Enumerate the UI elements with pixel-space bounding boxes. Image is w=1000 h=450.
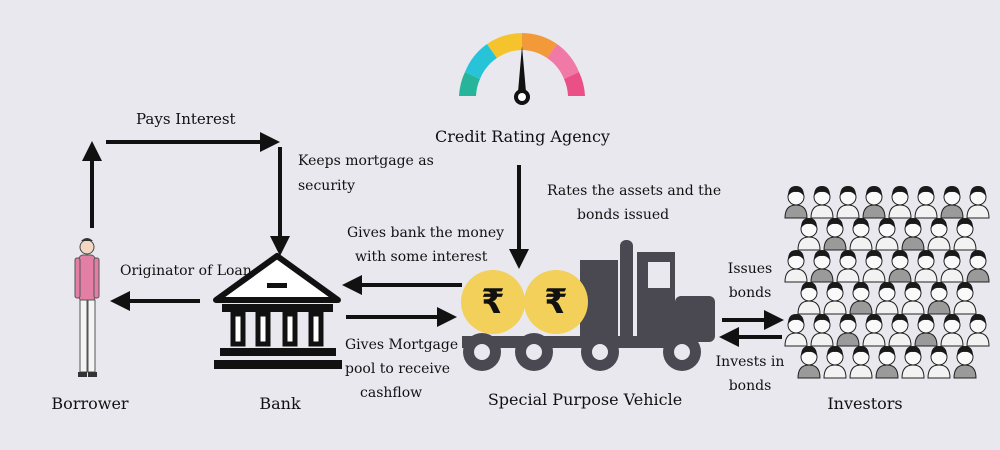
investor-person-icon: [875, 282, 899, 315]
investor-person-icon: [836, 186, 860, 219]
label-keeps-mortgage-2: security: [298, 178, 356, 194]
investor-person-icon: [901, 282, 925, 315]
investor-person-icon: [888, 186, 912, 219]
label-keeps-mortgage-1: Keeps mortgage as: [298, 153, 434, 169]
investor-person-icon: [927, 346, 951, 379]
investor-person-icon: [914, 314, 938, 347]
investor-person-icon: [784, 186, 808, 219]
label-rates-1: Rates the assets and the: [547, 183, 722, 199]
flow-arrows: [82, 132, 784, 347]
investor-person-icon: [966, 314, 990, 347]
investor-person-icon: [953, 218, 977, 251]
investor-person-icon: [888, 250, 912, 283]
investor-person-icon: [875, 218, 899, 251]
label-gives-mortgage-1: Gives Mortgage: [345, 337, 459, 353]
rupee-symbol: ₹: [481, 282, 505, 322]
investor-person-icon: [901, 218, 925, 251]
node-spv: Special Purpose Vehicle: [487, 390, 683, 409]
investor-person-icon: [810, 314, 834, 347]
bank-icon: [213, 253, 342, 369]
investor-person-icon: [862, 186, 886, 219]
investor-person-icon: [966, 186, 990, 219]
gauge-icon: [459, 33, 585, 105]
label-rates-2: bonds issued: [577, 207, 670, 223]
node-borrower: Borrower: [51, 394, 129, 413]
investor-person-icon: [823, 346, 847, 379]
investor-person-icon: [875, 346, 899, 379]
investor-person-icon: [862, 250, 886, 283]
investor-person-icon: [784, 250, 808, 283]
investor-person-icon: [849, 282, 873, 315]
truck-icon: [462, 240, 715, 371]
rupee-coin-icon: [524, 270, 588, 334]
node-bank: Bank: [259, 394, 301, 413]
investor-person-icon: [810, 186, 834, 219]
investor-person-icon: [797, 282, 821, 315]
label-gives-mortgage-2: pool to receive: [345, 361, 451, 377]
investor-person-icon: [940, 250, 964, 283]
investor-person-icon: [836, 250, 860, 283]
label-issues-1: Issues: [727, 261, 773, 277]
rupee-symbol: ₹: [544, 282, 568, 322]
investor-person-icon: [823, 218, 847, 251]
label-invests-2: bonds: [728, 378, 772, 394]
investor-person-icon: [940, 186, 964, 219]
investor-person-icon: [823, 282, 847, 315]
investor-person-icon: [927, 218, 951, 251]
investor-person-icon: [810, 250, 834, 283]
investor-person-icon: [836, 314, 860, 347]
node-credit-rating-agency: Credit Rating Agency: [435, 127, 610, 146]
investor-person-icon: [862, 314, 886, 347]
investor-person-icon: [849, 218, 873, 251]
investor-person-icon: [953, 282, 977, 315]
investor-person-icon: [888, 314, 912, 347]
label-gives-money-2: with some interest: [355, 249, 488, 265]
investor-person-icon: [953, 346, 977, 379]
investor-person-icon: [784, 314, 808, 347]
investor-person-icon: [927, 282, 951, 315]
investor-person-icon: [901, 346, 925, 379]
investor-person-icon: [966, 250, 990, 283]
label-gives-money-1: Gives bank the money: [347, 225, 505, 241]
investor-person-icon: [940, 314, 964, 347]
investors-crowd: [784, 186, 990, 379]
investor-person-icon: [914, 186, 938, 219]
rupee-coin-icon: [461, 270, 525, 334]
investor-person-icon: [914, 250, 938, 283]
investor-person-icon: [797, 218, 821, 251]
label-invests-1: Invests in: [715, 354, 785, 370]
node-investors: Investors: [827, 394, 903, 413]
label-pays-interest: Pays Interest: [136, 110, 236, 128]
investor-person-icon: [797, 346, 821, 379]
label-originator: Originator of Loan: [120, 263, 252, 279]
investor-person-icon: [849, 346, 873, 379]
borrower-figure: [74, 238, 100, 377]
label-gives-mortgage-3: cashflow: [360, 385, 423, 401]
label-issues-2: bonds: [728, 285, 772, 301]
